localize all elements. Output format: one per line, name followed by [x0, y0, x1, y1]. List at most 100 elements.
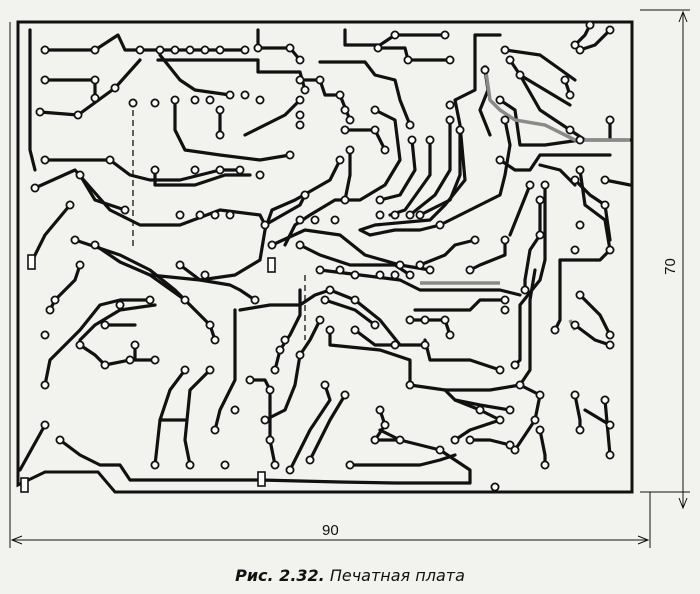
solder-pad — [210, 425, 220, 435]
solder-pad — [373, 43, 383, 53]
solder-pad — [525, 180, 535, 190]
solder-pad — [535, 230, 545, 240]
solder-pad — [190, 165, 200, 175]
solder-pad — [305, 455, 315, 465]
solder-pad — [245, 375, 255, 385]
solder-pad — [200, 270, 210, 280]
solder-pad — [255, 95, 265, 105]
solder-pad — [445, 100, 455, 110]
solder-pad — [320, 295, 330, 305]
solder-pad — [570, 390, 580, 400]
solder-pad — [575, 165, 585, 175]
solder-pad — [445, 115, 455, 125]
solder-pad — [105, 155, 115, 165]
solder-pad — [205, 320, 215, 330]
solder-pad — [220, 460, 230, 470]
solder-pad — [415, 260, 425, 270]
solder-pad — [495, 365, 505, 375]
height-dimension-label: 70 — [661, 258, 679, 275]
solder-pad — [370, 105, 380, 115]
solder-pad — [495, 155, 505, 165]
solder-pad — [128, 98, 138, 108]
solder-pad — [90, 45, 100, 55]
copper-traces — [18, 23, 632, 485]
solder-pad — [320, 380, 330, 390]
solder-pad — [190, 95, 200, 105]
solder-pad — [265, 435, 275, 445]
solder-pad — [530, 415, 540, 425]
solder-pad — [75, 340, 85, 350]
solder-pad — [275, 345, 285, 355]
solder-pad — [285, 43, 295, 53]
solder-pad — [420, 315, 430, 325]
solder-pad — [540, 180, 550, 190]
solder-pad — [340, 105, 350, 115]
solder-pad — [40, 380, 50, 390]
solder-pad — [440, 315, 450, 325]
solder-pad — [455, 125, 465, 135]
solder-pad — [375, 210, 385, 220]
solder-pad — [115, 300, 125, 310]
solder-pad — [230, 405, 240, 415]
solder-pad — [490, 482, 500, 492]
solder-pad — [250, 295, 260, 305]
solder-pad — [285, 465, 295, 475]
solder-pad — [170, 45, 180, 55]
solder-pad — [565, 125, 575, 135]
solder-pad — [280, 335, 290, 345]
solder-pad — [505, 55, 515, 65]
solder-pad — [585, 20, 595, 30]
solder-pad — [407, 135, 417, 145]
solder-pad — [605, 420, 615, 430]
solder-pad — [605, 115, 615, 125]
solder-pad — [120, 205, 130, 215]
solder-pad — [495, 95, 505, 105]
solder-pad — [135, 45, 145, 55]
solder-pad — [390, 30, 400, 40]
solder-pad — [405, 270, 415, 280]
solder-pad — [335, 265, 345, 275]
solder-pad — [570, 175, 580, 185]
solder-pad — [560, 75, 570, 85]
solder-pad — [570, 40, 580, 50]
solder-pad — [345, 460, 355, 470]
solder-pad — [260, 415, 270, 425]
solder-pad — [210, 335, 220, 345]
solder-pad — [350, 325, 360, 335]
solder-pad — [295, 110, 305, 120]
solder-pad — [600, 200, 610, 210]
solder-pad — [575, 45, 585, 55]
solder-pad — [315, 75, 325, 85]
solder-pad — [35, 107, 45, 117]
solder-pad — [310, 215, 320, 225]
solder-pad — [155, 45, 165, 55]
solder-pad — [475, 405, 485, 415]
solder-pad — [340, 125, 350, 135]
solder-pad — [500, 115, 510, 125]
solder-pad — [435, 220, 445, 230]
solder-pad — [70, 235, 80, 245]
solder-pad — [375, 405, 385, 415]
solder-pad — [515, 70, 525, 80]
solder-pad — [260, 220, 270, 230]
solder-pad — [345, 115, 355, 125]
solder-pad — [375, 195, 385, 205]
solder-pad — [215, 130, 225, 140]
solder-pad — [45, 305, 55, 315]
solder-pad — [535, 195, 545, 205]
solder-pad — [575, 290, 585, 300]
solder-pad — [40, 75, 50, 85]
solder-pad — [150, 165, 160, 175]
solder-pad — [40, 155, 50, 165]
solder-pad — [465, 265, 475, 275]
solder-pad — [450, 435, 460, 445]
solder-pad — [350, 295, 360, 305]
solder-pad — [380, 420, 390, 430]
solder-pad — [325, 285, 335, 295]
solder-pad — [225, 90, 235, 100]
solder-pad — [370, 435, 380, 445]
solder-pad — [240, 90, 250, 100]
solder-pad — [575, 425, 585, 435]
solder-pad — [405, 210, 415, 220]
